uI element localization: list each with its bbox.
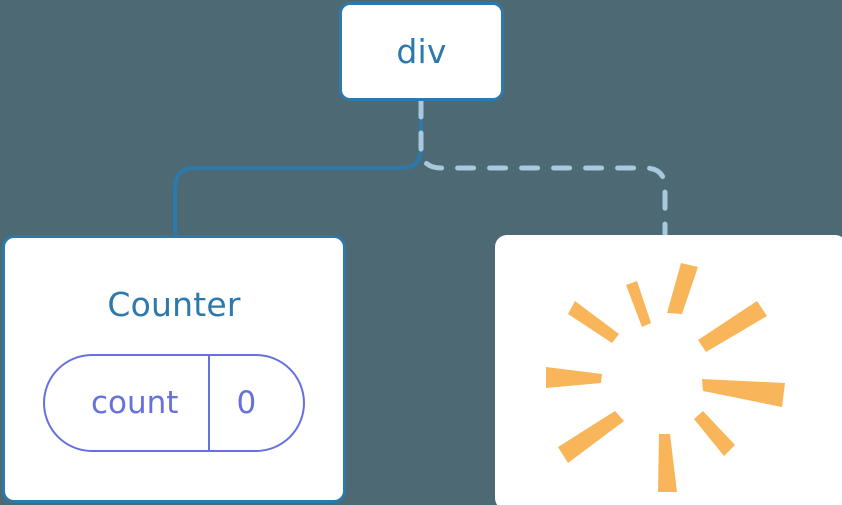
state-pill[interactable]: count 0 xyxy=(43,354,305,452)
sparkle-burst-icon xyxy=(546,263,785,492)
state-key: count xyxy=(91,384,179,421)
burst-ray xyxy=(546,367,602,388)
burst-ray xyxy=(658,434,677,492)
edge-div-to-burst xyxy=(418,98,668,240)
node-counter-label: Counter xyxy=(107,285,241,324)
burst-ray xyxy=(698,301,767,352)
burst-ray xyxy=(702,379,785,407)
node-div-label: div xyxy=(396,32,447,71)
node-counter[interactable]: Counter count 0 xyxy=(2,235,346,503)
burst-ray xyxy=(626,281,651,327)
burst-ray xyxy=(558,411,624,463)
node-burst[interactable] xyxy=(495,235,842,505)
edge-div-to-counter xyxy=(173,99,423,239)
burst-ray xyxy=(568,301,619,343)
node-div[interactable]: div xyxy=(339,2,504,101)
state-value: 0 xyxy=(208,356,300,450)
burst-ray xyxy=(694,411,735,456)
burst-rays xyxy=(546,263,785,492)
burst-ray xyxy=(667,263,698,314)
